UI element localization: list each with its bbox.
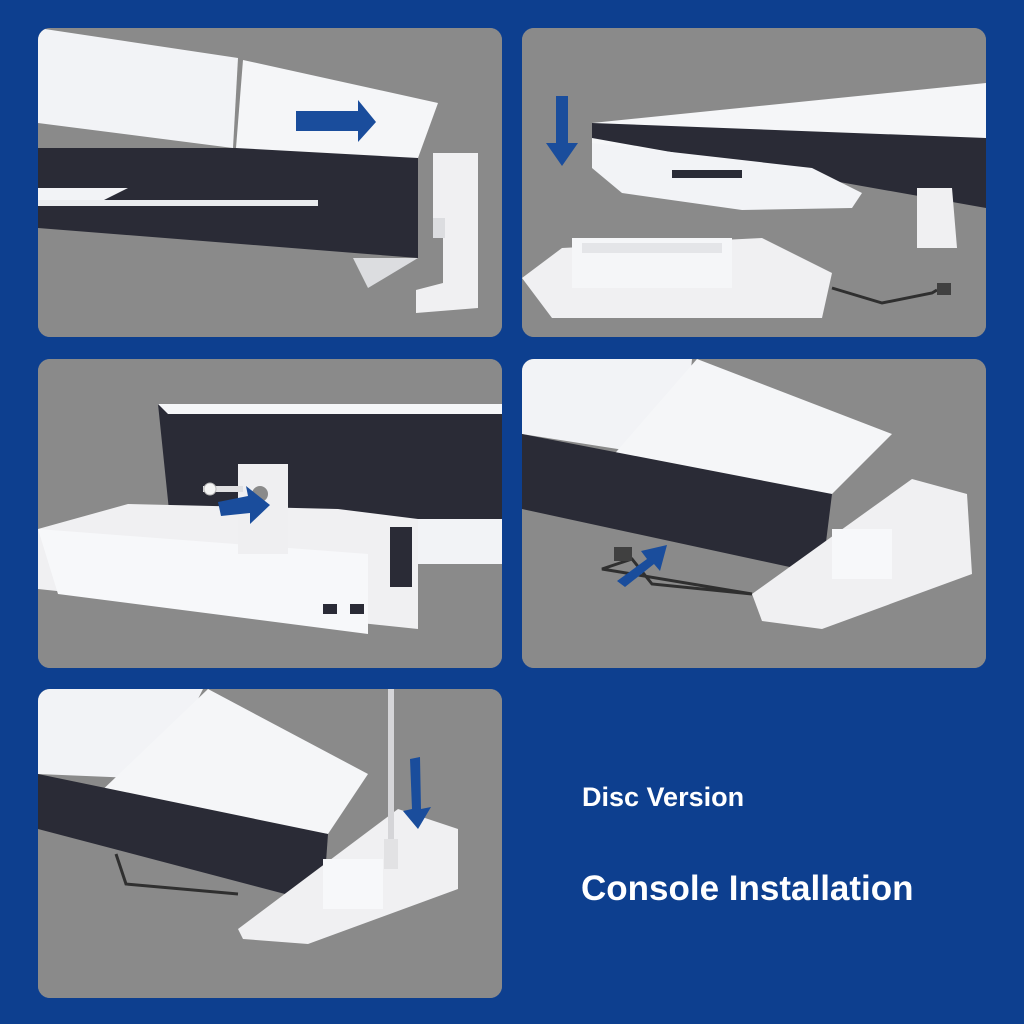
step-1-illustration — [38, 28, 502, 337]
arrow-down-icon — [403, 757, 431, 829]
step-2-illustration — [522, 28, 986, 337]
step-1-image — [38, 28, 502, 337]
step-5-illustration — [38, 689, 502, 998]
arrow-right-icon — [218, 486, 270, 524]
step-5-image — [38, 689, 502, 998]
step-2-image — [522, 28, 986, 337]
step-4-image — [522, 359, 986, 668]
arrow-down-icon — [546, 96, 578, 166]
step-4-illustration — [522, 359, 986, 668]
page-title: Console Installation — [581, 869, 914, 908]
step-3-illustration — [38, 359, 502, 668]
arrow-right-icon — [296, 100, 376, 142]
version-subtitle: Disc Version — [582, 782, 745, 812]
step-3-image — [38, 359, 502, 668]
arrow-up-right-icon — [617, 545, 667, 587]
